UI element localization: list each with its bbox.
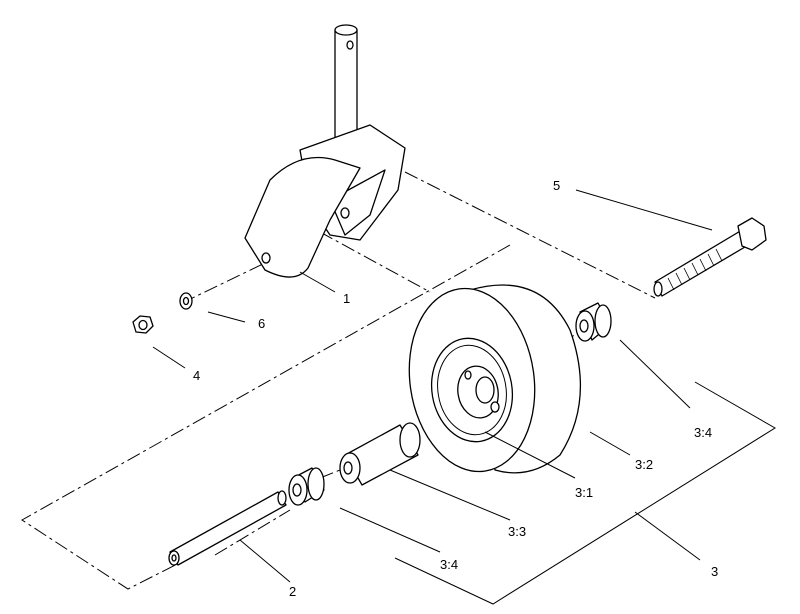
centerline-axle-frame [21, 244, 511, 590]
callout-2: 2 [289, 584, 296, 599]
leader-5 [575, 189, 713, 231]
centerline-fork-lower [319, 231, 431, 293]
callout-5: 5 [553, 178, 560, 193]
bolt [653, 217, 767, 297]
leader-3-1 [484, 431, 576, 479]
fork-front-hole [261, 252, 271, 264]
leader-3-3 [389, 469, 511, 521]
leader-1 [299, 271, 336, 293]
leader-3 [634, 511, 701, 561]
bushing-back [399, 422, 421, 458]
spacer-lower [288, 467, 325, 506]
spacer-upper-bore [579, 319, 589, 333]
centerline-axle-spacer [214, 509, 291, 556]
wheel-hub-hole [490, 401, 500, 413]
spacer-lower-back [307, 467, 325, 501]
leader-3-4-upper [619, 339, 691, 409]
callout-3-4-lower: 3:4 [440, 557, 458, 572]
wheel-valve [464, 370, 472, 380]
axle-end-bore [171, 554, 177, 562]
callout-3-1: 3:1 [575, 485, 593, 500]
callout-6: 6 [258, 316, 265, 331]
spacer-lower-bore [292, 483, 302, 497]
spacer-upper-back [594, 304, 612, 338]
axle-body [169, 491, 287, 566]
wheel-hub-bore [475, 376, 495, 404]
fork-shaft-hole [346, 40, 354, 50]
bolt-shank [654, 229, 751, 297]
leader-4 [152, 346, 186, 369]
callout-1: 1 [343, 291, 350, 306]
leader-3-4-lower [339, 507, 441, 553]
spacer-upper [575, 302, 612, 342]
washer-inner [182, 296, 190, 306]
callout-labels: 1 2 3 4 5 6 3:1 3:2 3:3 3:4 3:4 [193, 178, 718, 599]
lock-washer [179, 292, 193, 310]
callout-3: 3 [711, 564, 718, 579]
callout-4: 4 [193, 368, 200, 383]
bolt-tip [653, 281, 663, 297]
wheel-rim-inner [437, 344, 507, 436]
hex-nut [132, 315, 154, 334]
fork-shaft-top [334, 24, 358, 36]
centerline-bolt-upper [404, 171, 656, 299]
bushing [339, 422, 421, 486]
centerline-nut-washer [181, 262, 266, 304]
caster-fork [244, 24, 406, 278]
wheel-tire [408, 284, 582, 474]
leader-2 [239, 539, 291, 583]
bushing-bore [343, 461, 353, 475]
leader-lines [152, 189, 713, 583]
centerline-spacer-bushing [319, 467, 346, 479]
bolt-threads [667, 248, 723, 291]
fork-back-recess [329, 169, 386, 236]
callout-3-4-upper: 3:4 [694, 425, 712, 440]
callout-3-3: 3:3 [508, 524, 526, 539]
callout-3-2: 3:2 [635, 457, 653, 472]
fork-back-hole [340, 207, 350, 219]
bolt-head [737, 217, 767, 251]
leader-3-2 [589, 431, 631, 456]
wheel-assembly-bracket [394, 381, 776, 605]
axle [168, 490, 287, 566]
nut-hole [138, 319, 148, 331]
fork-front-arm [244, 156, 361, 278]
axle-end-back [277, 490, 287, 506]
leader-6 [207, 311, 246, 323]
